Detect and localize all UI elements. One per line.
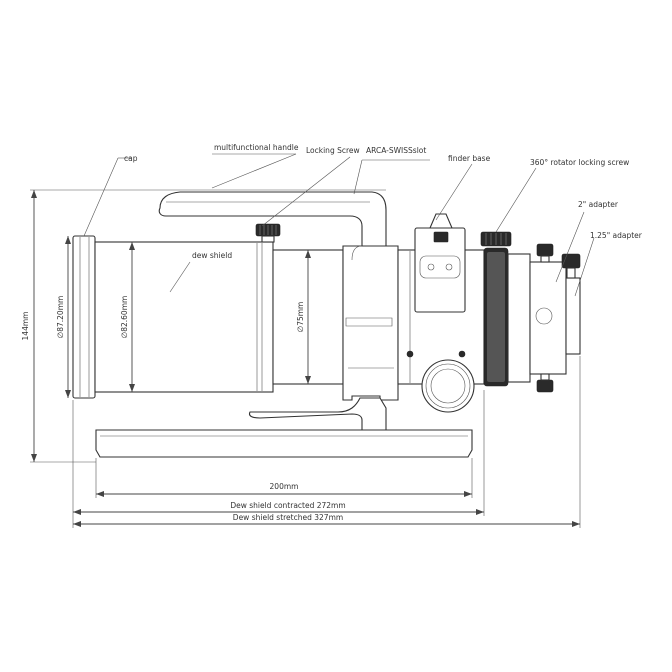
- dovetail-plate: [95, 429, 473, 458]
- arca-slot-label: ARCA-SWISSslot: [366, 146, 426, 155]
- adapter-125-label: 1.25" adapter: [590, 231, 643, 240]
- rotator-ring: [480, 231, 512, 387]
- adapter-2-inch: [507, 243, 567, 393]
- locking-screw: [255, 223, 281, 243]
- ring-foot: [248, 397, 387, 431]
- dew-shield-label: dew shield: [192, 251, 232, 260]
- contracted-length: Dew shield contracted 272mm: [230, 501, 345, 510]
- height-dimension: 144mm: [21, 312, 30, 341]
- adapter-1-25-inch: [561, 253, 581, 355]
- tube-diameter: ∅75mm: [296, 302, 305, 333]
- tube-ring: [342, 245, 399, 401]
- stretched-length: Dew shield stretched 327mm: [233, 513, 343, 522]
- focuser-body: [397, 213, 485, 385]
- leader-lines: [83, 153, 595, 297]
- finder-base-label: finder base: [448, 154, 491, 163]
- rotator-label: 360° rotator locking screw: [530, 158, 629, 167]
- base-length: 200mm: [270, 482, 299, 491]
- dew-shield: [94, 241, 274, 393]
- cap: [72, 235, 96, 399]
- cap-label: cap: [124, 154, 138, 163]
- cap-diameter: ∅87.20mm: [56, 296, 65, 339]
- dimension-lines: [30, 189, 581, 528]
- adapter-2-label: 2" adapter: [578, 200, 619, 209]
- locking-screw-label: Locking Screw: [306, 146, 360, 155]
- focus-knob: [421, 359, 475, 413]
- handle-label: multifunctional handle: [214, 143, 299, 152]
- dew-diameter: ∅82.60mm: [120, 296, 129, 339]
